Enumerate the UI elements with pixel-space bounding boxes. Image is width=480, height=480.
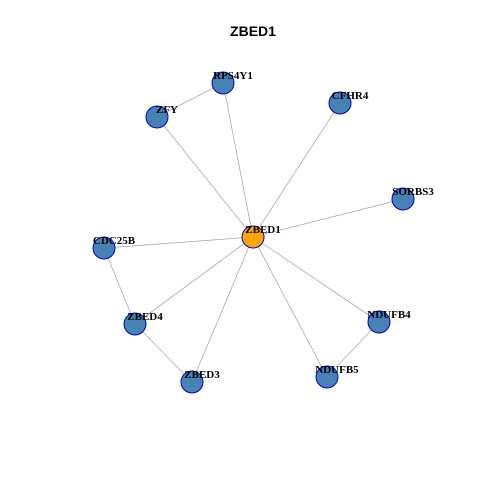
edge-zbed1-zbed4	[134, 236, 254, 325]
node-zbed4: ZBED4	[123, 311, 163, 336]
node-circle	[211, 71, 235, 95]
node-ndufb5: NDUFB5	[315, 364, 359, 389]
edge-zbed1-ndufb4	[252, 236, 380, 323]
edge-zbed4-zbed3	[134, 323, 193, 383]
edges-layer	[103, 82, 404, 383]
node-label: ZBED3	[184, 369, 220, 381]
node-zbed1: ZBED1	[241, 224, 281, 249]
node-zbed3: ZBED3	[180, 369, 220, 394]
node-circle	[241, 225, 265, 249]
edge-ndufb4-ndufb5	[326, 321, 380, 378]
node-label: CFHR4	[332, 90, 369, 102]
node-cdc25b: CDC25B	[92, 235, 136, 260]
node-circle	[315, 365, 339, 389]
node-circle	[123, 312, 147, 336]
node-circle	[145, 105, 169, 129]
node-rps4y1: RPS4Y1	[211, 70, 253, 95]
node-label: NDUFB5	[315, 364, 359, 376]
node-circle	[391, 187, 415, 211]
graph-title: ZBED1	[230, 23, 276, 39]
node-label: ZBED1	[245, 224, 280, 236]
node-sorbs3: SORBS3	[391, 186, 434, 211]
edge-rps4y1-zfy	[156, 82, 224, 118]
node-cfhr4: CFHR4	[328, 90, 369, 115]
node-circle	[180, 370, 204, 394]
node-circle	[92, 236, 116, 260]
node-label: RPS4Y1	[213, 70, 253, 82]
edge-zbed1-cdc25b	[103, 236, 254, 249]
node-label: ZBED4	[127, 311, 163, 323]
edge-zbed1-cfhr4	[252, 102, 341, 238]
edge-zbed1-ndufb5	[252, 236, 328, 378]
edge-zbed1-zfy	[156, 116, 254, 238]
node-ndufb4: NDUFB4	[367, 309, 411, 334]
node-label: SORBS3	[392, 186, 434, 198]
node-zfy: ZFY	[145, 104, 178, 129]
node-label: ZFY	[156, 104, 178, 116]
edge-zbed1-zbed3	[191, 236, 254, 383]
edge-cdc25b-zbed4	[103, 247, 136, 325]
node-label: NDUFB4	[367, 309, 411, 321]
node-circle	[328, 91, 352, 115]
node-label: CDC25B	[93, 235, 136, 247]
node-circle	[367, 310, 391, 334]
edge-zbed1-rps4y1	[222, 82, 254, 238]
edge-zbed1-sorbs3	[252, 198, 404, 238]
